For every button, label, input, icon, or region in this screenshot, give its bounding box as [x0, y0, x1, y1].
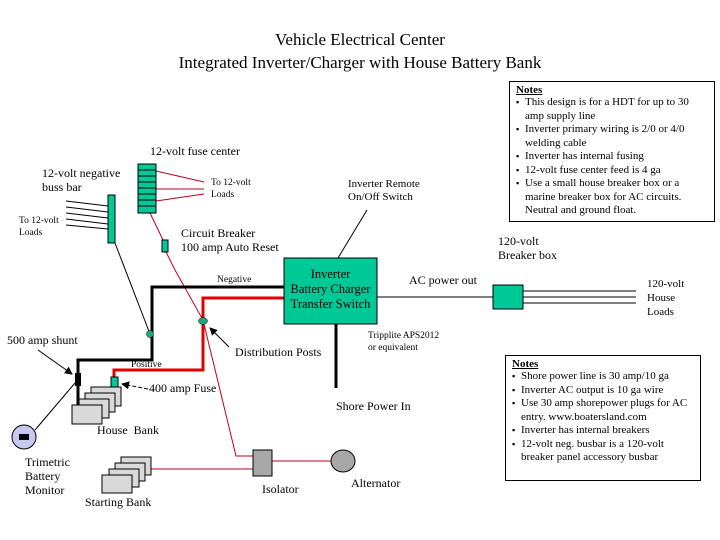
- loads-left-line1: To 12-volt: [19, 216, 59, 226]
- distribution-posts-label: Distribution Posts: [235, 345, 322, 359]
- notes-bottom-item: Use 30 amp shorepower plugs for AC entry…: [512, 397, 696, 424]
- loads-right-line1: To 12-volt: [211, 178, 251, 188]
- notes-bottom-item: Inverter AC output is 10 ga wire: [512, 384, 696, 398]
- negative-label: Negative: [217, 275, 252, 285]
- notes-top-item: 12-volt fuse center feed is 4 ga: [516, 164, 710, 178]
- breaker-box-label: 120-volt Breaker box: [498, 234, 557, 263]
- fuse-center-load-wires: [155, 170, 205, 202]
- breaker-box-line2: Breaker box: [498, 247, 557, 262]
- house-load-wires: [523, 290, 636, 304]
- house-loads-line3: Loads: [647, 306, 674, 318]
- negative-buss-bar: [107, 194, 116, 244]
- shunt-label: 500 amp shunt: [7, 333, 78, 347]
- notes-bottom-item: Inverter has internal breakers: [512, 424, 696, 438]
- negative-distribution-post: [146, 330, 154, 338]
- fuse-center-label: 12-volt fuse center: [150, 144, 240, 158]
- notes-top-item: This design is for a HDT for up to 30 am…: [516, 96, 710, 123]
- notes-bottom-item: Shore power line is 30 amp/10 ga: [512, 370, 696, 384]
- trimetric-line2: Battery: [25, 469, 61, 483]
- loads-left-label: To 12-volt Loads: [19, 215, 59, 239]
- circuit-breaker-line1: Circuit Breaker: [181, 226, 256, 240]
- inverter-label-line2: Battery Charger: [290, 282, 371, 296]
- circuit-breaker-line2: 100 amp Auto Reset: [181, 239, 279, 254]
- breaker-box-line1: 120-volt: [498, 234, 539, 248]
- inverter-remote-label: Inverter Remote On/Off Switch: [348, 178, 420, 203]
- inverter-box: [283, 257, 378, 325]
- starting-bank-label: Starting Bank: [85, 495, 152, 509]
- inverter-remote-line2: On/Off Switch: [348, 190, 413, 203]
- tripplite-line2: or equivalent: [368, 343, 418, 353]
- notes-top-item: Inverter has internal fusing: [516, 150, 710, 164]
- loads-right-label: To 12-volt Loads: [211, 177, 251, 201]
- inverter-label-line3: Transfer Switch: [290, 297, 371, 311]
- diagram-subtitle: Integrated Inverter/Charger with House B…: [178, 53, 542, 72]
- ac-power-out-label: AC power out: [409, 273, 477, 287]
- neg-buss-bar-line1: 12-volt negative: [42, 166, 121, 180]
- trimetric-label: Trimetric Battery Monitor: [25, 455, 70, 497]
- house-bank: [71, 386, 122, 425]
- trimetric-line3: Monitor: [25, 483, 65, 497]
- fuse-feed-wire: [149, 212, 164, 241]
- isolator-label: Isolator: [262, 482, 299, 496]
- notes-bottom-heading: Notes: [512, 358, 539, 370]
- fuse-400-label: 400 amp Fuse: [149, 381, 217, 395]
- neg-buss-bar-line2: buss bar: [42, 179, 82, 194]
- tripplite-label: Tripplite APS2012 or equivalent: [368, 330, 439, 354]
- neg-bus-load-wires: [65, 200, 109, 230]
- circuit-breaker: [161, 239, 169, 253]
- notes-top: Notes This design is for a HDT for up to…: [509, 81, 715, 222]
- notes-top-heading: Notes: [516, 84, 543, 96]
- starting-bank: [101, 456, 152, 494]
- notes-top-list: This design is for a HDT for up to 30 am…: [516, 96, 710, 218]
- circuit-breaker-label: Circuit Breaker 100 amp Auto Reset: [181, 226, 279, 255]
- house-loads-line2: House: [647, 292, 676, 304]
- fuse-center-block: [137, 163, 157, 214]
- shore-power-label: Shore Power In: [336, 399, 411, 413]
- notes-bottom-item: 12-volt neg. busbar is a 120-volt breake…: [512, 438, 696, 465]
- tripplite-line1: Tripplite APS2012: [368, 331, 440, 341]
- positive-distribution-post: [198, 317, 208, 325]
- notes-bottom: Notes Shore power line is 30 amp/10 ga I…: [505, 355, 701, 481]
- house-loads-line1: 120-volt: [647, 278, 685, 290]
- isolator-feed-wire: [174, 269, 255, 457]
- neg-buss-bar-label: 12-volt negative buss bar: [42, 166, 121, 195]
- notes-top-item: Inverter primary wiring is 2/0 or 4/0 we…: [516, 123, 710, 150]
- house-loads-label: 120-volt House Loads: [647, 277, 684, 319]
- inverter-label-line1: Inverter: [310, 267, 351, 281]
- trimetric-line1: Trimetric: [25, 455, 70, 469]
- shunt: [75, 373, 81, 386]
- house-bank-label: House Bank: [97, 423, 159, 437]
- positive-main-wire: [112, 296, 284, 380]
- notes-bottom-list: Shore power line is 30 amp/10 ga Inverte…: [512, 370, 696, 465]
- diagram-title: Vehicle Electrical Center: [275, 30, 445, 49]
- loads-right-line2: Loads: [211, 190, 235, 200]
- isolator: [252, 449, 273, 477]
- loads-left-line2: Loads: [19, 228, 43, 238]
- fuse-400a: [110, 376, 119, 389]
- inverter-box-label: Inverter Battery Charger Transfer Switch: [284, 267, 377, 312]
- inverter-remote-line1: Inverter Remote: [348, 178, 420, 190]
- trimetric-monitor: [11, 424, 37, 450]
- breaker-box-120v: [492, 284, 524, 310]
- alternator: [330, 449, 356, 473]
- notes-top-item: Use a small house breaker box or a marin…: [516, 177, 710, 218]
- alternator-label: Alternator: [351, 476, 401, 490]
- positive-label: Positive: [131, 360, 162, 370]
